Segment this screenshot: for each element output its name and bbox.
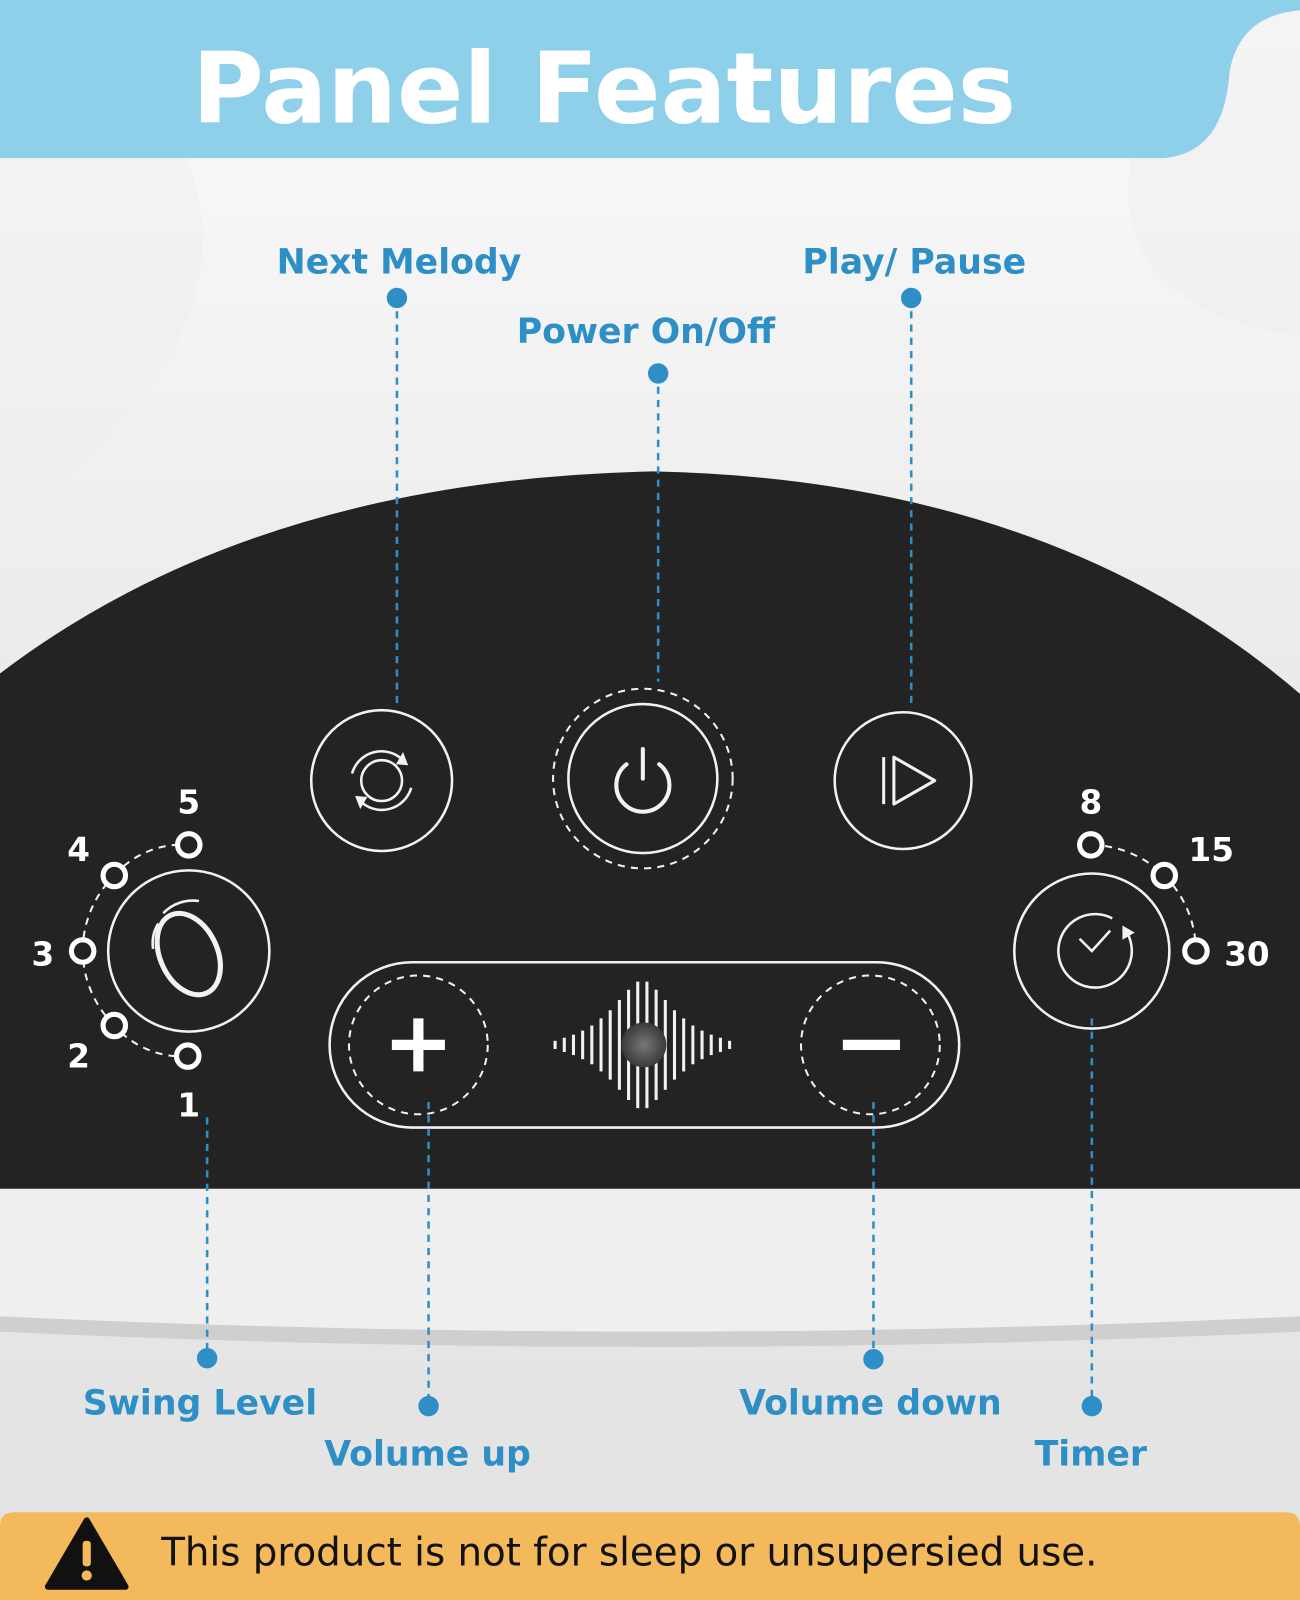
plus-icon bbox=[391, 1018, 445, 1072]
header-banner bbox=[0, 0, 1300, 159]
callout-timer: Timer bbox=[1035, 1018, 1147, 1474]
swing-level-4-indicator[interactable] bbox=[100, 861, 129, 890]
swing-level-1-indicator[interactable] bbox=[173, 1042, 202, 1070]
callout-play-pause: Play/ Pause bbox=[802, 242, 1026, 705]
swing-level-3-indicator[interactable] bbox=[68, 937, 97, 965]
swing-level-5-label: 5 bbox=[177, 783, 200, 821]
callout-volume-down: Volume down bbox=[739, 1102, 1002, 1423]
cycle-icon bbox=[350, 750, 413, 812]
warning-banner: This product is not for sleep or unsuper… bbox=[0, 1512, 1300, 1600]
swing-level-label: Swing Level bbox=[83, 1383, 317, 1423]
center-sensor bbox=[621, 1022, 667, 1068]
volume-down-button[interactable] bbox=[800, 974, 941, 1116]
callout-next-melody: Next Melody bbox=[277, 242, 522, 705]
swing-icon bbox=[151, 899, 223, 998]
swing-level-4-label: 4 bbox=[67, 831, 90, 869]
timer-control[interactable]: 8 15 30 bbox=[1013, 783, 1270, 1030]
play-pause-label: Play/ Pause bbox=[802, 242, 1026, 282]
volume-up-button[interactable] bbox=[347, 974, 489, 1116]
callout-power: Power On/Off bbox=[517, 312, 776, 682]
timer-8-label: 8 bbox=[1079, 783, 1102, 821]
timer-label: Timer bbox=[1035, 1434, 1147, 1474]
warning-icon bbox=[44, 1517, 129, 1590]
volume-up-label: Volume up bbox=[324, 1434, 531, 1474]
swing-level-control[interactable]: 1 2 3 4 5 bbox=[31, 783, 271, 1124]
device-base bbox=[0, 1173, 1300, 1332]
next-melody-button[interactable] bbox=[309, 708, 454, 853]
play-pause-icon bbox=[882, 755, 937, 806]
power-button[interactable] bbox=[552, 687, 734, 870]
power-icon bbox=[614, 746, 672, 814]
warning-text: This product is not for sleep or unsuper… bbox=[160, 1530, 1097, 1575]
swing-level-3-label: 3 bbox=[31, 935, 54, 973]
swing-level-1-label: 1 bbox=[177, 1086, 200, 1124]
timer-15-indicator[interactable] bbox=[1150, 861, 1179, 890]
control-panel bbox=[0, 471, 1300, 1189]
power-label: Power On/Off bbox=[517, 312, 776, 352]
timer-30-label: 30 bbox=[1224, 935, 1269, 973]
timer-30-indicator[interactable] bbox=[1182, 937, 1210, 965]
volume-control bbox=[328, 960, 961, 1129]
swing-level-2-label: 2 bbox=[67, 1037, 90, 1075]
timer-8-indicator[interactable] bbox=[1077, 831, 1105, 859]
play-pause-button[interactable] bbox=[833, 710, 973, 851]
volume-down-label: Volume down bbox=[739, 1383, 1002, 1423]
callout-volume-up: Volume up bbox=[324, 1102, 531, 1474]
timer-icon bbox=[1057, 912, 1135, 989]
swing-level-5-indicator[interactable] bbox=[175, 831, 203, 859]
page-title: Panel Features bbox=[192, 32, 1016, 146]
callout-swing-level: Swing Level bbox=[83, 1117, 317, 1423]
next-melody-label: Next Melody bbox=[277, 242, 522, 282]
timer-15-label: 15 bbox=[1189, 831, 1234, 869]
swing-level-2-indicator[interactable] bbox=[100, 1011, 129, 1040]
